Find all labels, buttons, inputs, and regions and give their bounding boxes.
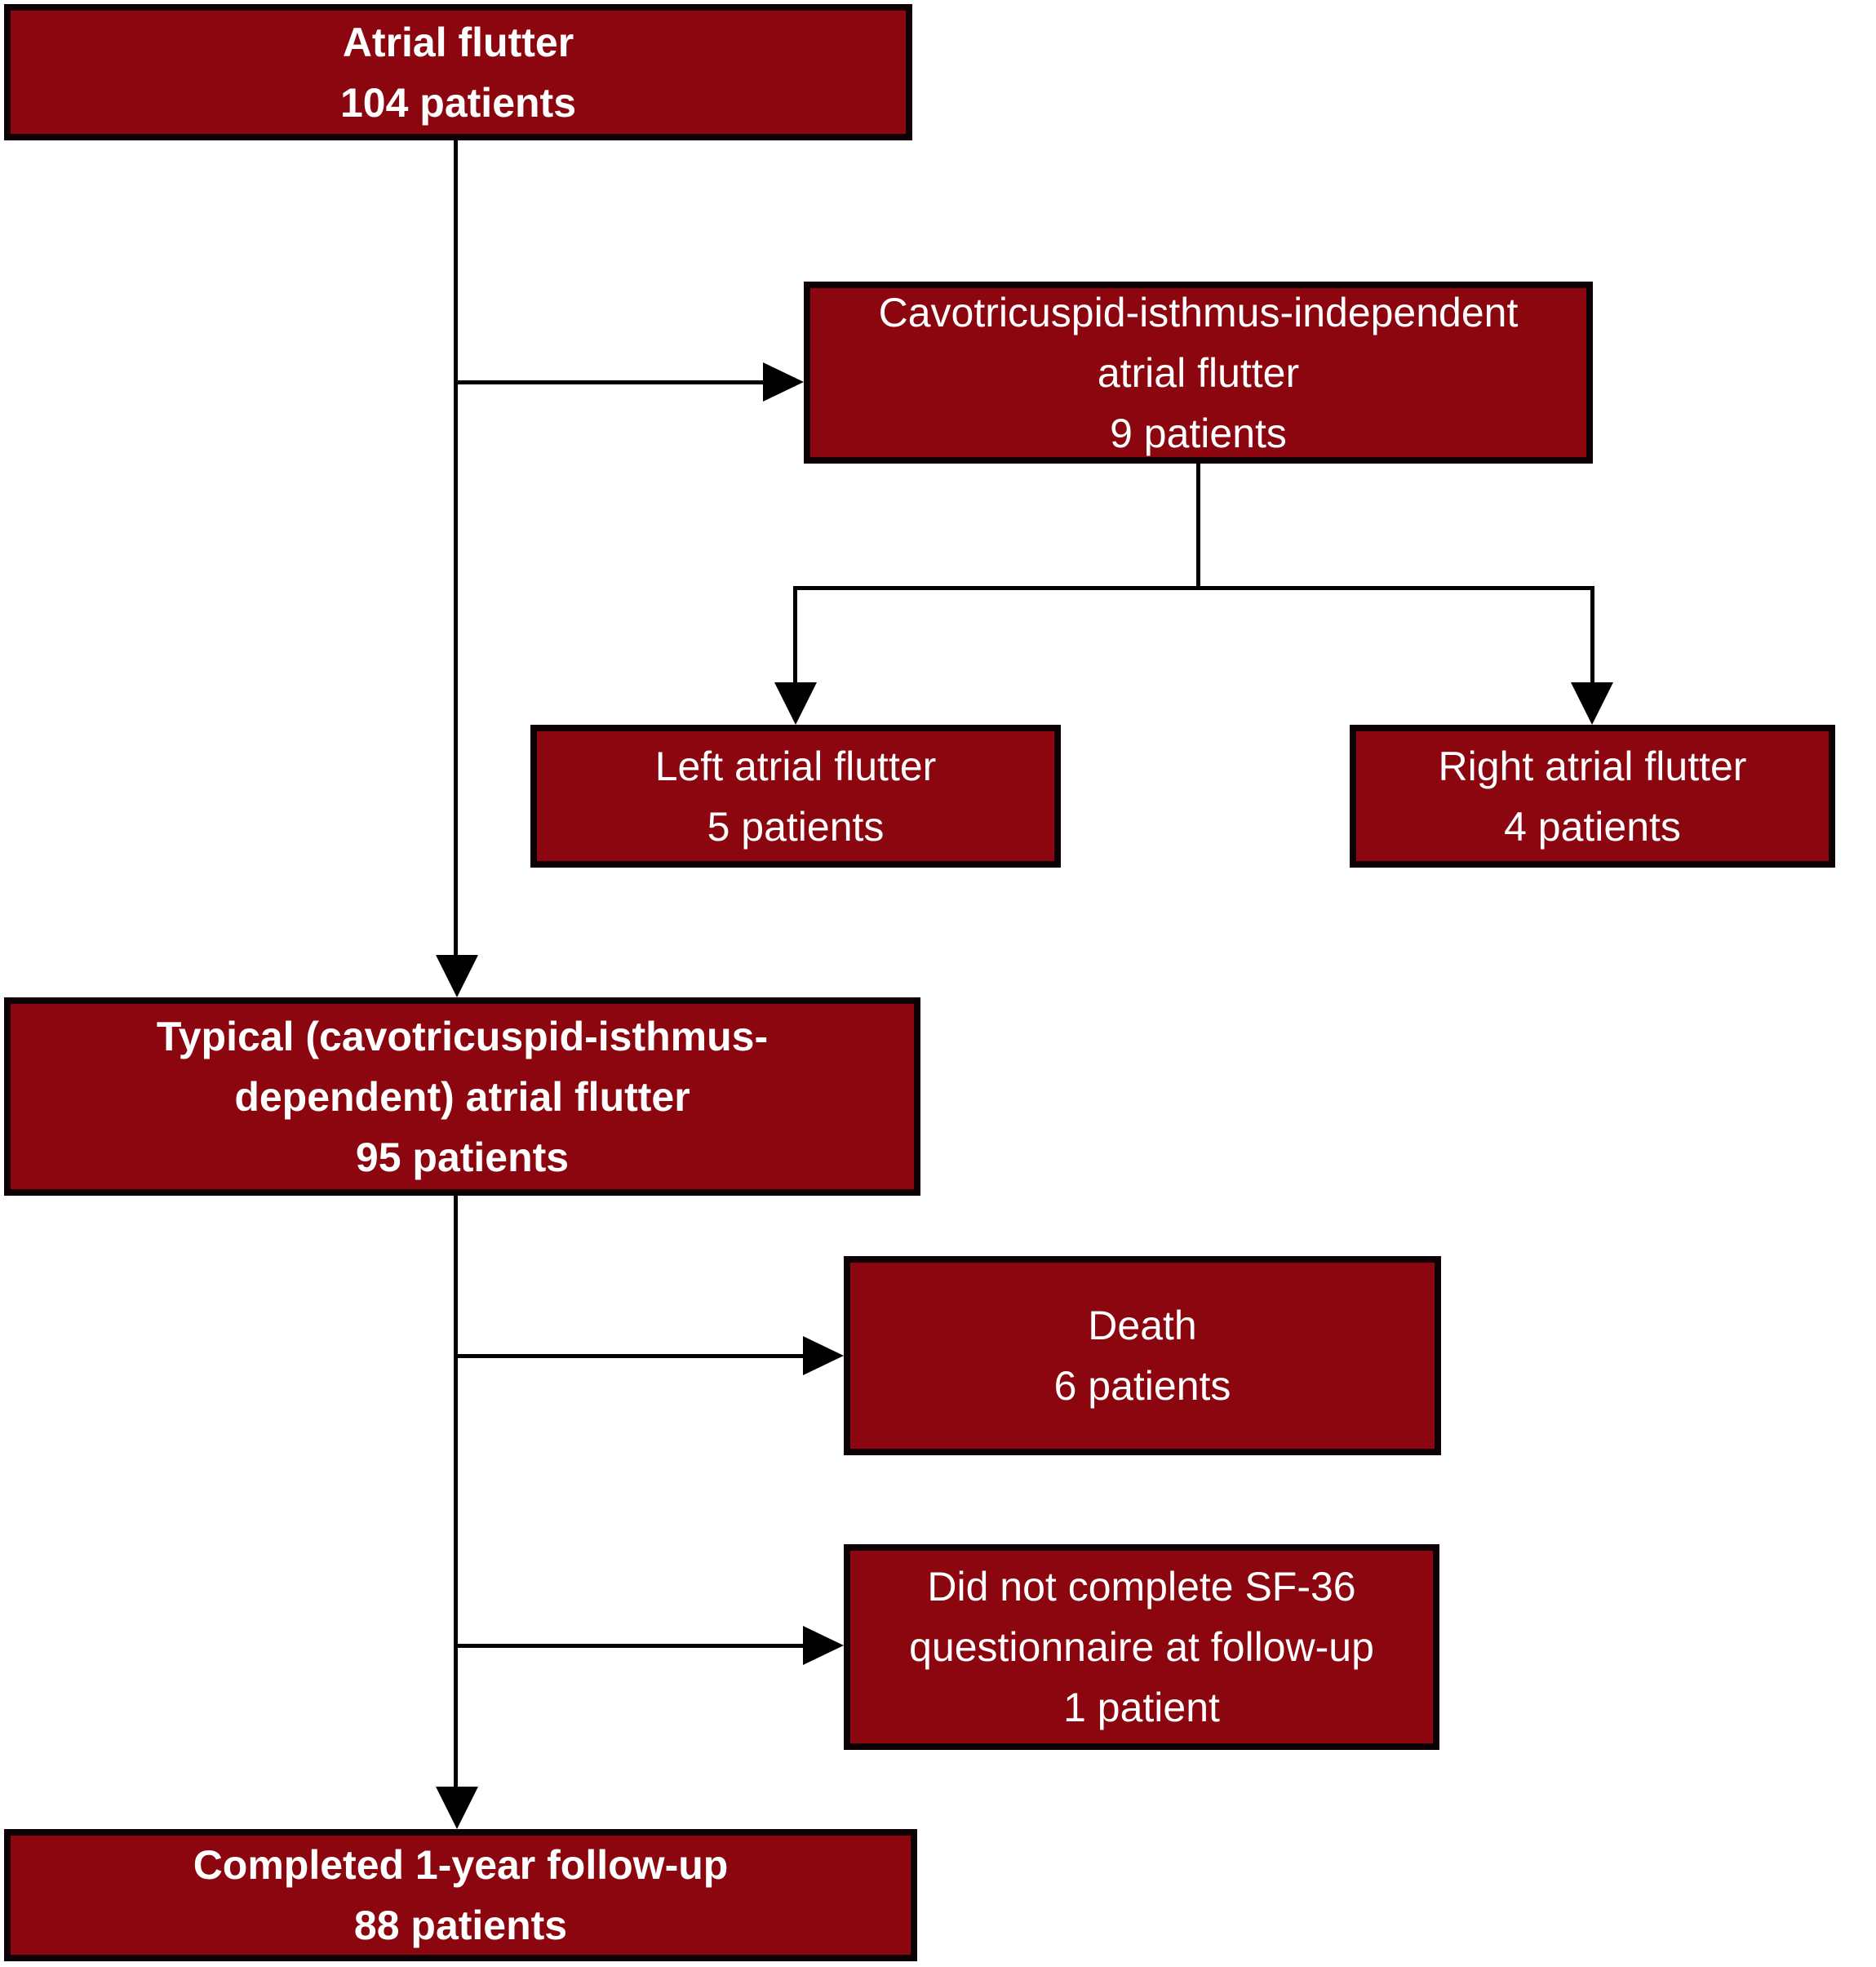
node-cti-independent-flutter: Cavotricuspid-isthmus-independent atrial… [804, 282, 1593, 464]
arrowhead-into-typical [436, 955, 478, 997]
node-text-line: 95 patients [355, 1134, 570, 1180]
connector-typical-to-completed [454, 1193, 458, 1789]
connector-root-to-typical [454, 140, 458, 958]
node-text-line: atrial flutter [1097, 349, 1300, 396]
arrowhead-into-completed [436, 1787, 478, 1829]
node-text-line: Completed 1-year follow-up [193, 1842, 729, 1888]
connector-cti-down [1196, 462, 1200, 590]
connector-branch-sf36 [454, 1644, 805, 1648]
node-text-line: 104 patients [339, 79, 576, 126]
node-text-line: Atrial flutter [342, 19, 574, 65]
node-text-line: Death [1088, 1303, 1197, 1348]
connector-drop-right [1590, 586, 1594, 686]
node-text-line: Cavotricuspid-isthmus-independent [878, 289, 1519, 335]
node-completed-follow-up: Completed 1-year follow-up 88 patients [4, 1829, 917, 1961]
connector-branch-death [454, 1354, 805, 1358]
arrowhead-into-right-flutter [1571, 682, 1613, 725]
node-text-line: 9 patients [1110, 410, 1287, 456]
node-text-line: 5 patients [707, 803, 885, 850]
node-text-line: 88 patients [353, 1903, 568, 1948]
node-text-line: 1 patient [1063, 1685, 1220, 1730]
node-atrial-flutter: Atrial flutter 104 patients [4, 4, 912, 140]
node-text-line: Left atrial flutter [654, 743, 937, 789]
arrowhead-into-cti-independent [763, 362, 804, 402]
node-did-not-complete-sf36: Did not complete SF-36 questionnaire at … [844, 1544, 1439, 1750]
node-left-atrial-flutter: Left atrial flutter 5 patients [530, 725, 1061, 868]
node-text-line: questionnaire at follow-up [909, 1624, 1374, 1670]
node-text-line: Did not complete SF-36 [927, 1564, 1356, 1610]
node-text-line: 4 patients [1504, 803, 1681, 850]
connector-split-horizontal [793, 586, 1594, 590]
arrowhead-into-death [803, 1336, 844, 1375]
node-text-line: 6 patients [1053, 1363, 1231, 1409]
connector-drop-left [793, 586, 797, 686]
node-death: Death 6 patients [844, 1256, 1441, 1455]
arrowhead-into-sf36 [803, 1626, 844, 1665]
connector-branch-cti [454, 380, 767, 384]
node-text-line: Typical (cavotricuspid-isthmus- [156, 1013, 769, 1059]
arrowhead-into-left-flutter [774, 682, 817, 725]
node-right-atrial-flutter: Right atrial flutter 4 patients [1350, 725, 1835, 868]
node-typical-flutter: Typical (cavotricuspid-isthmus- dependen… [4, 997, 920, 1196]
node-text-line: Right atrial flutter [1438, 743, 1747, 789]
node-text-line: dependent) atrial flutter [234, 1073, 690, 1120]
